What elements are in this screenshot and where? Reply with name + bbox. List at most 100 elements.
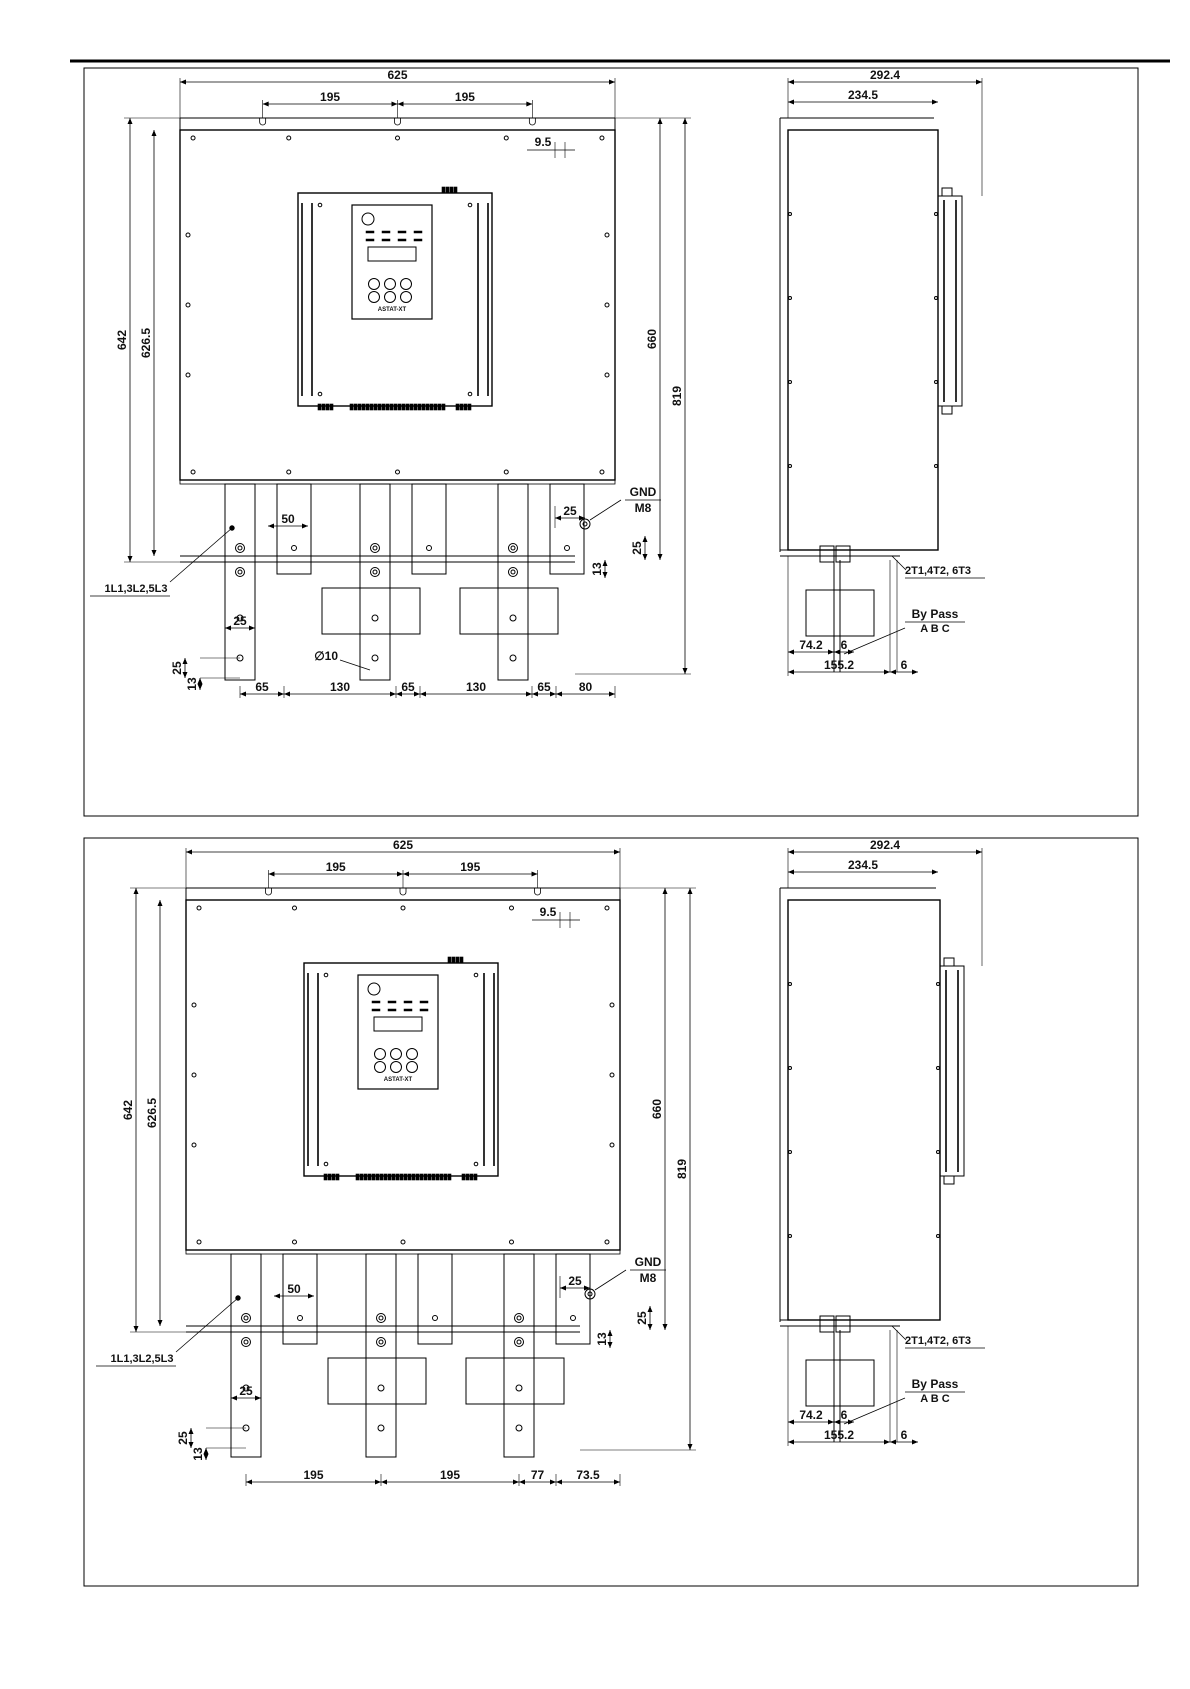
dimension-arrow bbox=[151, 130, 157, 136]
depth-total-dim: 292.4 bbox=[870, 68, 900, 82]
mounting-hole-icon bbox=[509, 654, 517, 662]
busbar-width-dim: 50 bbox=[287, 1282, 301, 1296]
ground-bolt-icon bbox=[582, 521, 588, 527]
keypad-panel bbox=[351, 204, 433, 320]
dimension-arrow bbox=[976, 849, 982, 855]
side-1552-dim: 155.2 bbox=[824, 1428, 854, 1442]
ground-bolt-icon bbox=[587, 1291, 593, 1297]
dimension-arrow bbox=[151, 550, 157, 556]
keypad-button-icon bbox=[406, 1061, 418, 1073]
side-connector bbox=[941, 405, 953, 415]
screw-icon bbox=[395, 469, 400, 475]
side-bolt bbox=[835, 545, 851, 563]
dimension-arrow bbox=[197, 684, 203, 690]
line-lug bbox=[359, 561, 391, 681]
mounting-slot bbox=[399, 888, 407, 896]
screw-icon bbox=[788, 380, 792, 384]
screw-icon bbox=[286, 469, 292, 475]
terminal-bolt-icon bbox=[235, 543, 245, 553]
dimension-arrow bbox=[531, 871, 538, 877]
screw-icon bbox=[934, 296, 938, 300]
current-transformer bbox=[327, 1357, 427, 1405]
terminal-pin bbox=[455, 956, 460, 964]
height-6265-dim: 626.5 bbox=[145, 1098, 159, 1128]
overall-width-dim: 625 bbox=[393, 838, 413, 852]
terminal-pin bbox=[357, 403, 362, 411]
keypad-button-icon bbox=[400, 278, 412, 290]
dimension-arrow bbox=[657, 118, 663, 124]
mounting-slot bbox=[528, 118, 536, 126]
terminal-pin bbox=[367, 1173, 372, 1181]
bottom-chain-dim: 130 bbox=[466, 680, 486, 694]
dimension-arrow bbox=[912, 1439, 918, 1445]
dimension-arrow bbox=[834, 649, 840, 655]
dimension-arrow bbox=[682, 668, 688, 674]
bottom-chain-dim: 73.5 bbox=[576, 1468, 600, 1482]
terminal-bolt-icon bbox=[510, 569, 516, 575]
dimension-arrow bbox=[890, 1439, 896, 1445]
terminal-pin bbox=[353, 403, 358, 411]
dimension-arrow bbox=[390, 691, 396, 697]
lcd-display bbox=[367, 246, 417, 262]
terminal-pin bbox=[473, 1173, 478, 1181]
screw-icon bbox=[609, 1142, 615, 1148]
terminal-pin bbox=[363, 1173, 368, 1181]
terminal-pin bbox=[417, 403, 422, 411]
terminal-pin bbox=[405, 403, 410, 411]
line-lug bbox=[497, 561, 529, 681]
dimension-arrow bbox=[375, 1479, 381, 1485]
terminal-pin bbox=[369, 403, 374, 411]
status-led-label bbox=[403, 1000, 413, 1004]
gnd-label: GND bbox=[630, 485, 657, 499]
terminal-bolt-icon bbox=[241, 1337, 251, 1347]
terminal-pin bbox=[361, 403, 366, 411]
dimension-arrow bbox=[249, 625, 255, 631]
terminal-bolt-icon bbox=[376, 1313, 386, 1323]
lcd-display bbox=[373, 1016, 423, 1032]
screw-icon bbox=[191, 1002, 197, 1008]
dimension-arrow bbox=[391, 101, 398, 107]
terminal-pin bbox=[415, 1173, 420, 1181]
dimension-arrow bbox=[550, 691, 556, 697]
current-transformer bbox=[459, 587, 559, 635]
keypad-button-icon bbox=[390, 1061, 402, 1073]
dimension-arrow bbox=[262, 101, 269, 107]
gnd-vert2-dim: 13 bbox=[595, 1332, 609, 1346]
dimension-arrow bbox=[513, 1479, 519, 1485]
screw-icon bbox=[467, 391, 473, 397]
dimension-arrow bbox=[609, 691, 615, 697]
gnd-offset-dim: 25 bbox=[563, 504, 577, 518]
dimension-arrow bbox=[788, 849, 794, 855]
leader-line bbox=[594, 1269, 627, 1291]
lug-width-dim: 25 bbox=[233, 614, 247, 628]
dimension-arrow bbox=[519, 1479, 525, 1485]
dimension-arrow bbox=[555, 515, 561, 521]
screw-icon bbox=[292, 1239, 297, 1245]
status-led-label bbox=[397, 238, 407, 242]
screw-icon bbox=[286, 135, 292, 141]
leader-line bbox=[891, 555, 907, 571]
leader-line bbox=[843, 627, 906, 655]
screw-icon bbox=[503, 135, 509, 141]
busbar-base bbox=[185, 1249, 621, 1255]
terminal-pin bbox=[383, 1173, 388, 1181]
screw-icon bbox=[604, 372, 610, 378]
screw-icon bbox=[503, 469, 509, 475]
terminal-pin bbox=[335, 1173, 340, 1181]
terminal-pin bbox=[379, 1173, 384, 1181]
terminal-pin bbox=[427, 1173, 432, 1181]
dimension-arrow bbox=[609, 79, 615, 85]
terminal-bolt-icon bbox=[514, 1313, 524, 1323]
status-led-label bbox=[387, 1000, 397, 1004]
keypad-button-icon bbox=[400, 291, 412, 303]
current-transformer bbox=[321, 587, 421, 635]
output-terminal-label: 2T1,4T2, 6T3 bbox=[905, 1335, 971, 1347]
gnd-vert2-dim: 13 bbox=[590, 562, 604, 576]
side-1552-dim: 155.2 bbox=[824, 658, 854, 672]
status-led-label bbox=[387, 1008, 397, 1012]
bottom-chain-dim: 80 bbox=[579, 680, 593, 694]
dimension-arrow bbox=[157, 900, 163, 906]
terminal-pin bbox=[407, 1173, 412, 1181]
terminal-pin bbox=[385, 403, 390, 411]
status-led-label bbox=[365, 238, 375, 242]
